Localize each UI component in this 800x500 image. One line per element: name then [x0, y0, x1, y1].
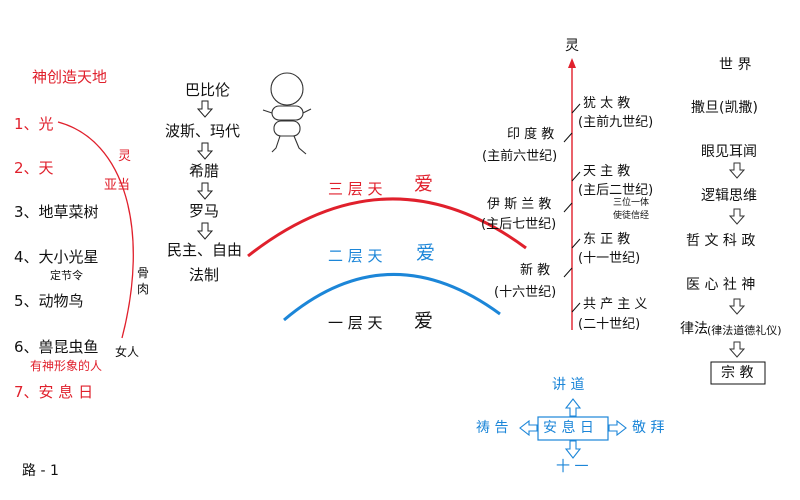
down-arrow-icon	[728, 208, 746, 225]
religion-orthodox-era: (十一世纪)	[578, 251, 641, 266]
sabbath-arrows	[519, 398, 627, 459]
religion-communism-era: (二十世纪)	[578, 317, 641, 332]
creation-day-4: 4、大小光星	[14, 248, 99, 266]
woman-label: 女人	[115, 345, 140, 359]
religion-orthodox: 东 正 教	[583, 232, 631, 247]
second-heaven-love: 爱	[416, 242, 436, 264]
flesh-label: 骨 肉	[137, 266, 150, 296]
creation-day-1: 1、光	[14, 115, 54, 133]
down-arrow-icon	[728, 162, 746, 179]
down-arrow-icon	[196, 100, 214, 118]
religion-judaism: 犹 太 教	[583, 96, 631, 111]
creation-day-2: 2、天	[14, 159, 54, 177]
religion-hinduism-era: (主前六世纪)	[482, 149, 558, 164]
world-law-note: (律法道德礼仪)	[707, 324, 782, 337]
adam-label: 亚当	[104, 178, 131, 193]
down-arrow-icon	[728, 341, 746, 358]
world-disciplines: 哲 文 科 政	[686, 233, 756, 249]
world-law: 律法	[680, 321, 708, 337]
stick-figure-icon	[262, 72, 312, 155]
third-heaven-label: 三 层 天	[328, 180, 383, 198]
sabbath-tithe: 十 一	[556, 459, 589, 475]
world-sciences: 医 心 社 神	[686, 277, 756, 293]
religion-catholic: 天 主 教	[583, 164, 631, 179]
empire-democracy: 民主、自由	[167, 241, 243, 259]
empire-rome: 罗马	[189, 202, 220, 220]
religion-islam-era: (主后七世纪)	[481, 217, 557, 232]
empire-arrows	[196, 100, 214, 240]
creation-note-image: 有神形象的人	[30, 359, 103, 373]
second-heaven-label: 二 层 天	[328, 247, 383, 265]
religion-catholic-era: (主后二世纪)	[578, 183, 654, 198]
footer-label: 路 - 1	[22, 463, 59, 479]
down-arrow-icon	[196, 222, 214, 240]
sabbath-worship: 敬 拜	[632, 420, 665, 436]
down-arrow-icon	[564, 440, 582, 459]
religion-box	[710, 361, 766, 385]
right-arrow-icon	[608, 419, 627, 437]
creed-label: 使徒信经	[613, 211, 650, 221]
religion-protestant-era: (十六世纪)	[494, 285, 557, 300]
empire-greece: 希腊	[189, 162, 220, 180]
world-title: 世 界	[719, 57, 752, 73]
third-heaven-love: 爱	[414, 173, 434, 195]
third-heaven-arc	[247, 197, 527, 258]
creation-day-5: 5、动物鸟	[14, 292, 84, 310]
creation-arc	[57, 121, 134, 339]
empire-babylon: 巴比伦	[185, 81, 231, 99]
first-heaven-arc	[283, 273, 501, 322]
creation-day-3: 3、地草菜树	[14, 203, 99, 221]
sabbath-prayer: 祷 告	[476, 420, 509, 436]
creation-title: 神创造天地	[32, 68, 108, 86]
up-arrow-icon	[568, 58, 576, 68]
creation-day-6: 6、兽昆虫鱼	[14, 338, 99, 356]
world-logic: 逻辑思维	[701, 188, 757, 204]
creation-day-7: 7、安 息 日	[14, 383, 94, 401]
religion-communism: 共 产 主 义	[583, 297, 648, 312]
world-arrows	[728, 162, 746, 358]
sabbath-center: 安 息 日	[543, 420, 594, 436]
world-senses: 眼见耳闻	[701, 144, 757, 160]
religion-spirit-top: 灵	[565, 38, 579, 54]
empire-persia: 波斯、玛代	[165, 122, 241, 140]
religion-protestant: 新 教	[520, 263, 551, 278]
world-satan: 撒旦(凯撒)	[691, 100, 758, 116]
world-religion: 宗 教	[721, 365, 754, 381]
trinity-label: 三位一体	[613, 198, 650, 208]
sabbath-box	[537, 416, 609, 441]
down-arrow-icon	[196, 142, 214, 160]
left-arrow-icon	[519, 419, 538, 437]
sabbath-preaching: 讲 道	[552, 377, 585, 393]
down-arrow-icon	[728, 298, 746, 315]
religion-judaism-era: (主前九世纪)	[578, 115, 654, 130]
religion-islam: 伊 斯 兰 教	[487, 197, 552, 212]
spirit-label: 灵	[118, 149, 132, 164]
up-arrow-icon	[564, 398, 582, 417]
empire-law: 法制	[189, 266, 220, 284]
first-heaven-love: 爱	[414, 310, 434, 332]
religion-ticks	[563, 103, 581, 313]
down-arrow-icon	[196, 182, 214, 200]
first-heaven-label: 一 层 天	[328, 314, 383, 332]
religion-hinduism: 印 度 教	[507, 127, 555, 142]
creation-note-star: 定节令	[50, 269, 83, 282]
